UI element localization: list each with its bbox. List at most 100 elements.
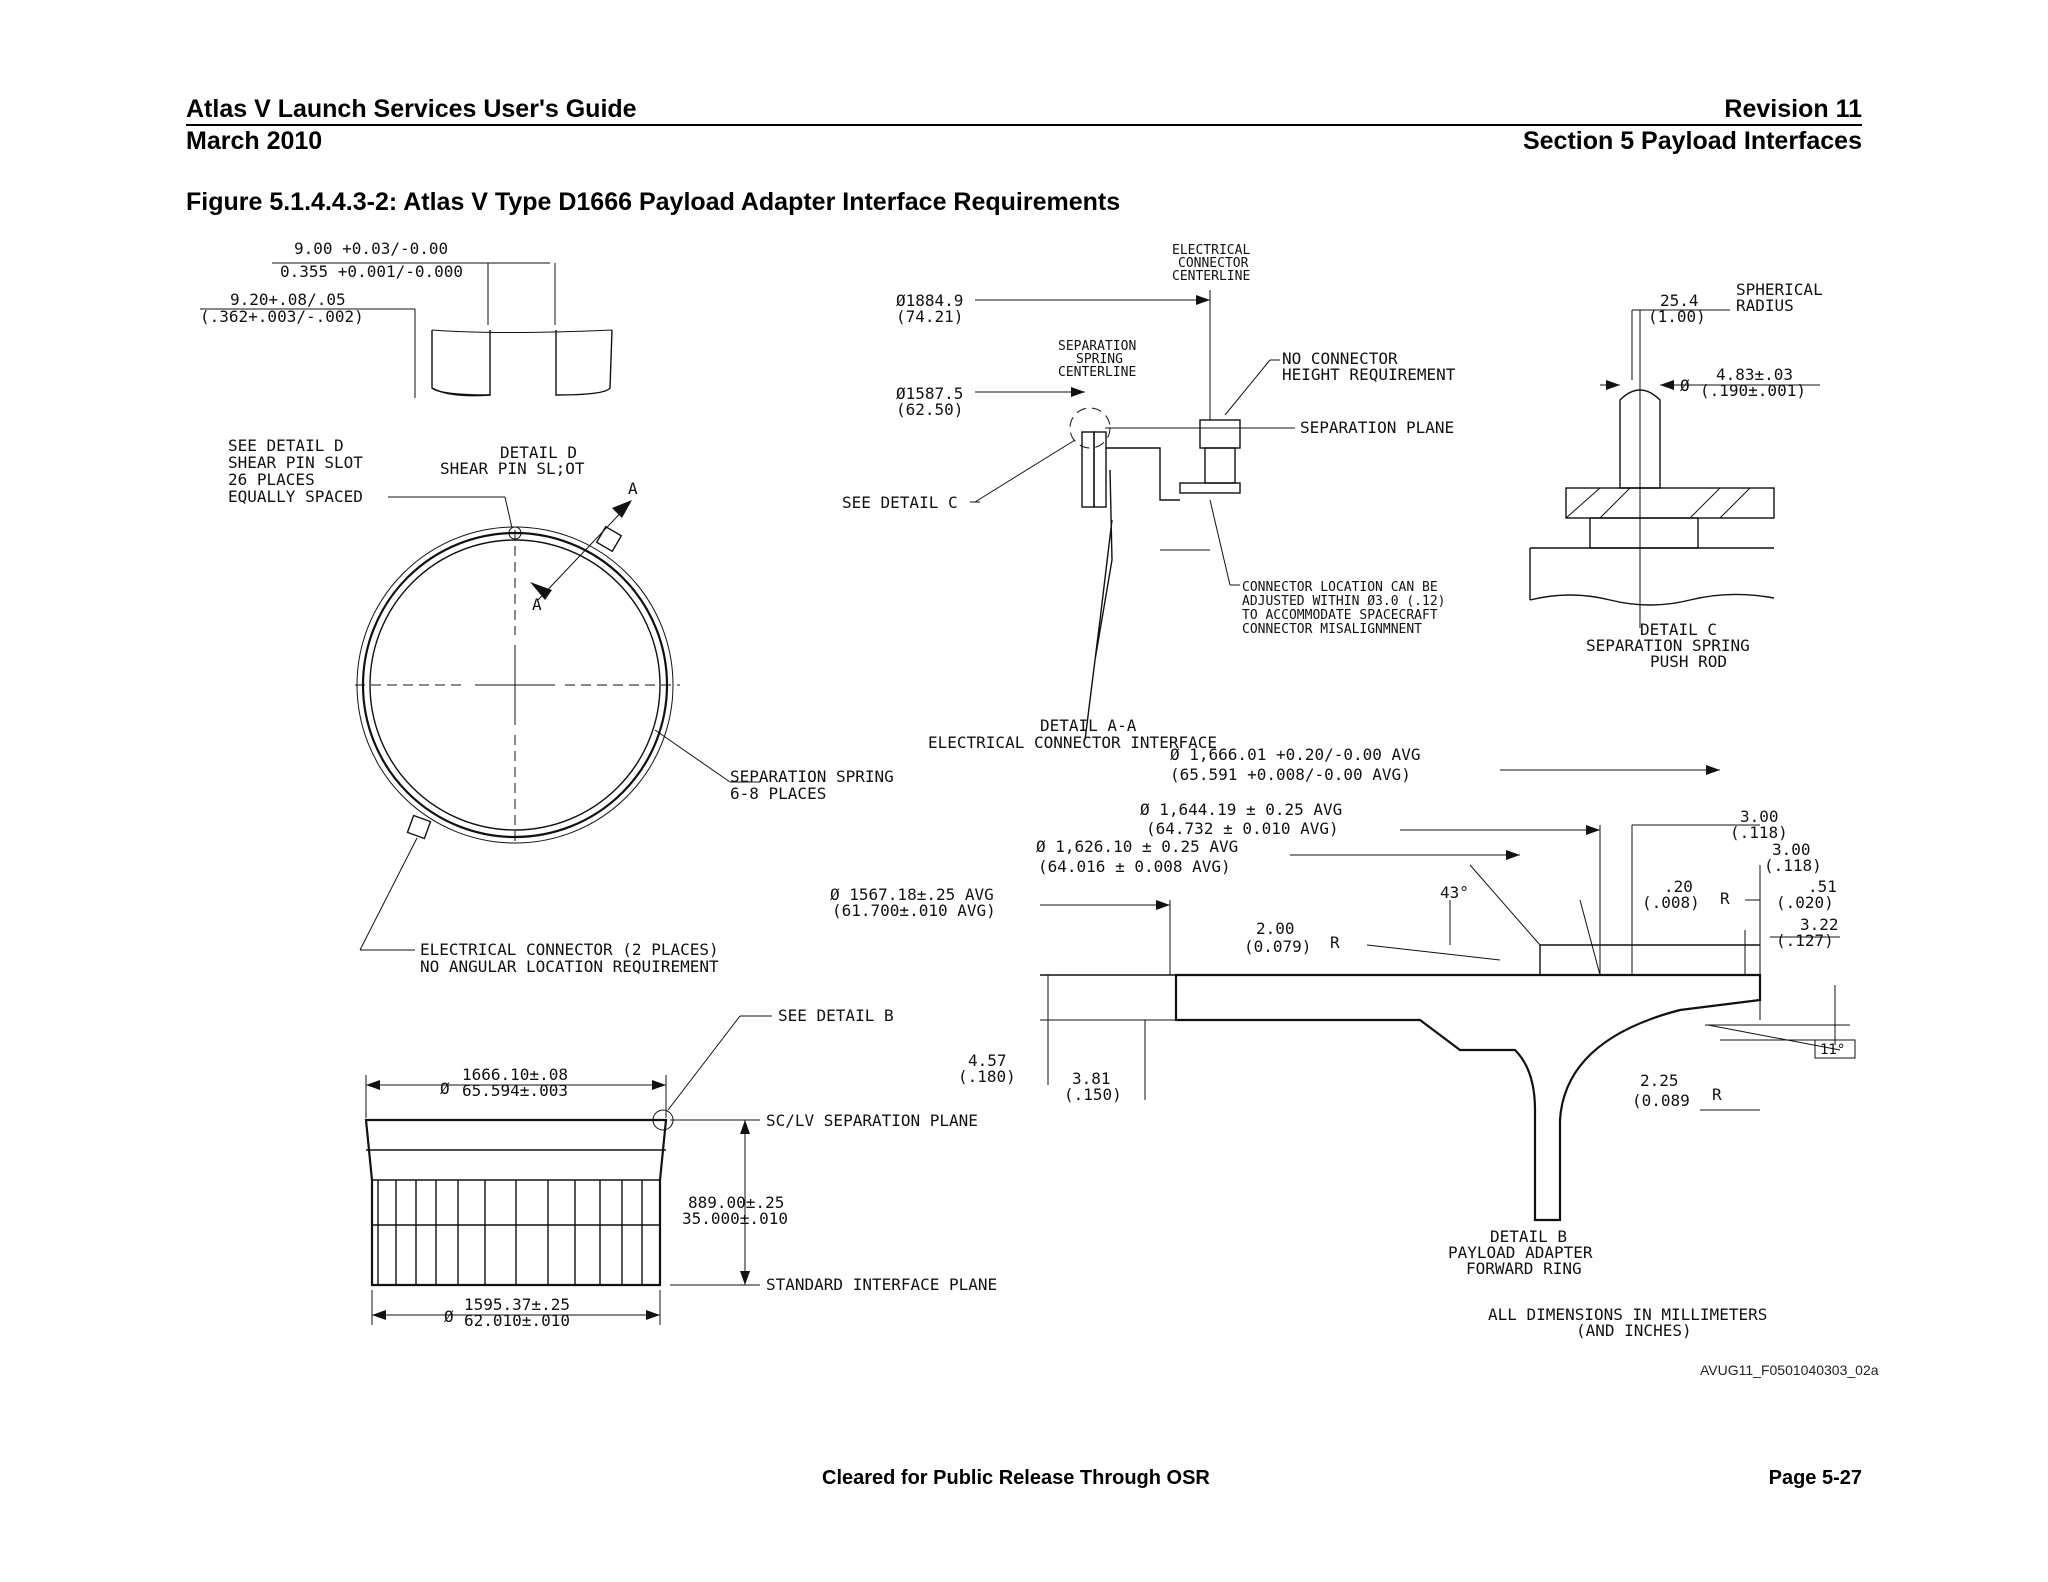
b-dia-4: Ø 1567.18±.25 AVG	[830, 885, 994, 904]
spring-label-line1: SEPARATION SPRING	[730, 767, 894, 786]
elec-centerline-3: CENTERLINE	[1172, 269, 1250, 284]
units-note-1: ALL DIMENSIONS IN MILLIMETERS	[1488, 1305, 1767, 1324]
detail-c-radius-label2: RADIUS	[1736, 296, 1794, 315]
aa-dia-outer-inches: (74.21)	[896, 307, 963, 326]
connector-label-line2: NO ANGULAR LOCATION REQUIREMENT	[420, 957, 719, 976]
detail-c-title: DETAIL C	[1640, 620, 1717, 639]
section-a-top: A	[628, 479, 638, 498]
spring-label-line2: 6-8 PLACES	[730, 784, 826, 803]
sep-spring-cl-2: SPRING	[1076, 352, 1123, 367]
detail-b-title3: FORWARD RING	[1466, 1259, 1582, 1278]
aa-see-detail-c: SEE DETAIL C	[842, 493, 958, 512]
plan-note-line1: SEE DETAIL D	[228, 436, 344, 455]
b-dia-3-inches: (64.016 ± 0.008 AVG)	[1038, 857, 1231, 876]
section-a-bottom: A	[532, 595, 542, 614]
b-t5: 3.22	[1800, 915, 1839, 934]
aa-dia-inner: Ø1587.5	[896, 384, 963, 403]
detail-c-radius-label1: SPHERICAL	[1736, 280, 1823, 299]
b-radius-1-r: R	[1330, 933, 1340, 952]
b-h2-inches: (.150)	[1064, 1085, 1122, 1104]
detail-b-title2: PAYLOAD ADAPTER	[1448, 1243, 1593, 1262]
side-dia-bot-inches: 62.010±.010	[464, 1311, 570, 1330]
plan-note-line2: SHEAR PIN SLOT	[228, 453, 363, 472]
b-dia-4-inches: (61.700±.010 AVG)	[832, 901, 996, 920]
section-label: Section 5 Payload Interfaces	[1522, 127, 1862, 155]
detail-d-depth-inches: (.362+.003/-.002)	[200, 307, 364, 326]
b-radius-1-inches: (0.079)	[1244, 937, 1311, 956]
b-t5-inches: (.127)	[1776, 931, 1834, 950]
detail-c-radius: 25.4	[1660, 291, 1699, 310]
side-sep-plane: SC/LV SEPARATION PLANE	[766, 1111, 978, 1130]
aa-dia-inner-inches: (62.50)	[896, 400, 963, 419]
aa-dia-outer: Ø1884.9	[896, 291, 963, 310]
document-date: March 2010	[186, 127, 323, 155]
elec-centerline-1: ELECTRICAL	[1172, 243, 1250, 258]
release-statement: Cleared for Public Release Through OSR	[822, 1467, 1210, 1489]
detail-c: 25.4 (1.00) SPHERICAL RADIUS Ø 4.83±.03 …	[1529, 280, 1823, 671]
detail-c-dia-inches: (.190±.001)	[1700, 381, 1806, 400]
detail-d-title: DETAIL D	[500, 443, 577, 462]
side-dia-bot: 1595.37±.25	[464, 1295, 570, 1314]
plan-note-line4: EQUALLY SPACED	[228, 487, 363, 506]
plan-view: SEE DETAIL D SHEAR PIN SLOT 26 PLACES EQ…	[228, 436, 894, 976]
b-t3: .20	[1664, 877, 1693, 896]
document-title: Atlas V Launch Services User's Guide	[186, 95, 637, 123]
side-dia-bot-symbol: Ø	[444, 1307, 454, 1326]
detail-c-subtitle2: PUSH ROD	[1650, 652, 1727, 671]
side-see-detail-b: SEE DETAIL B	[778, 1006, 894, 1025]
side-dia-top-symbol: Ø	[440, 1079, 450, 1098]
figure-caption: Figure 5.1.4.4.3-2: Atlas V Type D1666 P…	[186, 188, 1121, 216]
sep-spring-cl-3: CENTERLINE	[1058, 365, 1136, 380]
b-t2: 3.00	[1772, 840, 1811, 859]
b-t3-inches: (.008)	[1642, 893, 1700, 912]
header-rule	[186, 124, 1862, 126]
detail-c-dia: 4.83±.03	[1716, 365, 1793, 384]
detail-b: Ø 1,666.01 +0.20/-0.00 AVG (65.591 +0.00…	[830, 745, 1856, 1340]
b-radius-2-inches: (0.089	[1632, 1091, 1690, 1110]
figure-doc-id: AVUG11_F0501040303_02a	[1700, 1362, 1879, 1378]
b-dia-3: Ø 1,626.10 ± 0.25 AVG	[1036, 837, 1238, 856]
b-t4-inches: (.020)	[1776, 893, 1834, 912]
b-radius-2-r: R	[1712, 1085, 1722, 1104]
detail-c-dia-symbol: Ø	[1680, 376, 1690, 395]
b-h1-inches: (.180)	[958, 1067, 1016, 1086]
b-t3-r: R	[1720, 889, 1730, 908]
b-radius-1: 2.00	[1256, 919, 1295, 938]
connector-note-3: TO ACCOMMODATE SPACECRAFT	[1242, 608, 1438, 623]
plan-note-line3: 26 PLACES	[228, 470, 315, 489]
detail-d: 9.00 +0.03/-0.00 0.355 +0.001/-0.000 9.2…	[200, 239, 613, 478]
b-h1: 4.57	[968, 1051, 1007, 1070]
b-angle-2: 11°	[1820, 1042, 1845, 1058]
b-angle: 43°	[1440, 883, 1469, 902]
b-h2: 3.81	[1072, 1069, 1111, 1088]
side-dia-top: 1666.10±.08	[462, 1065, 568, 1084]
b-dia-2: Ø 1,644.19 ± 0.25 AVG	[1140, 800, 1342, 819]
side-dia-top-inches: 65.594±.003	[462, 1081, 568, 1100]
detail-aa: ELECTRICAL CONNECTOR CENTERLINE Ø1884.9 …	[842, 243, 1456, 752]
b-dia-2-inches: (64.732 ± 0.010 AVG)	[1146, 819, 1339, 838]
page-number: Page 5-27	[1768, 1467, 1862, 1489]
side-height: 889.00±.25	[688, 1193, 784, 1212]
detail-c-radius-inches: (1.00)	[1648, 307, 1706, 326]
b-radius-2: 2.25	[1640, 1071, 1679, 1090]
connector-note-4: CONNECTOR MISALIGNMNENT	[1242, 622, 1422, 637]
b-t2-inches: (.118)	[1764, 856, 1822, 875]
b-t1: 3.00	[1740, 807, 1779, 826]
aa-separation-plane: SEPARATION PLANE	[1300, 418, 1454, 437]
side-view: Ø 1666.10±.08 65.594±.003 SEE DETAIL B S…	[364, 1006, 997, 1330]
detail-d-subtitle: SHEAR PIN SL;OT	[440, 459, 585, 478]
connector-note-2: ADJUSTED WITHIN Ø3.0 (.12)	[1242, 594, 1446, 609]
detail-aa-subtitle: ELECTRICAL CONNECTOR INTERFACE	[928, 733, 1217, 752]
side-std-plane: STANDARD INTERFACE PLANE	[766, 1275, 997, 1294]
connector-label-line1: ELECTRICAL CONNECTOR (2 PLACES)	[420, 940, 719, 959]
b-dia-1: Ø 1,666.01 +0.20/-0.00 AVG	[1170, 745, 1420, 764]
detail-d-width-inches: 0.355 +0.001/-0.000	[280, 262, 463, 281]
b-dia-1-inches: (65.591 +0.008/-0.00 AVG)	[1170, 765, 1411, 784]
detail-d-width: 9.00 +0.03/-0.00	[294, 239, 448, 258]
no-connector-line1: NO CONNECTOR	[1282, 349, 1398, 368]
detail-d-depth: 9.20+.08/.05	[230, 290, 346, 309]
detail-b-title1: DETAIL B	[1490, 1227, 1567, 1246]
units-note-2: (AND INCHES)	[1576, 1321, 1692, 1340]
no-connector-line2: HEIGHT REQUIREMENT	[1282, 365, 1456, 384]
